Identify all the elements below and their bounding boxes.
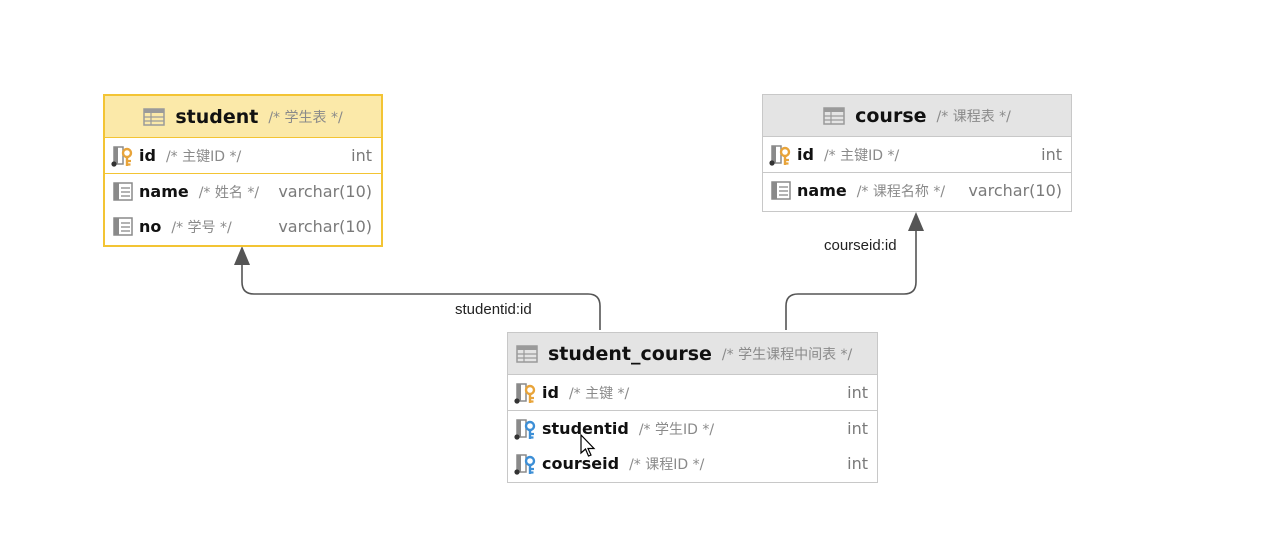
mouse-pointer-icon (580, 434, 596, 457)
column-comment: /* 主键ID */ (823, 147, 900, 164)
column-row-studentid[interactable]: studentid /* 学生ID */ int (508, 411, 877, 446)
table-header[interactable]: student /* 学生表 */ (105, 96, 381, 138)
table-student[interactable]: student /* 学生表 */ id /* 主键ID */ int name… (103, 94, 383, 247)
table-course[interactable]: course /* 课程表 */ id /* 主键ID */ int name … (762, 94, 1072, 212)
primary-key-icon (769, 144, 793, 166)
table-comment: /* 学生课程中间表 */ (721, 346, 853, 363)
table-icon (143, 108, 165, 126)
column-type: varchar(10) (278, 217, 372, 236)
table-student-course[interactable]: student_course /* 学生课程中间表 */ id /* 主键 */… (507, 332, 878, 483)
table-comment: /* 学生表 */ (268, 109, 343, 126)
column-row-name[interactable]: name /* 课程名称 */ varchar(10) (763, 173, 1071, 208)
column-name: studentid (542, 419, 629, 438)
table-comment: /* 课程表 */ (936, 108, 1011, 125)
column-icon (769, 180, 793, 202)
relation-arrow-course (908, 212, 924, 231)
column-name: id (139, 146, 156, 165)
column-name: name (139, 182, 189, 201)
column-name: no (139, 217, 162, 236)
column-row-id[interactable]: id /* 主键ID */ int (763, 137, 1071, 173)
column-comment: /* 学生ID */ (638, 421, 715, 438)
column-row-id[interactable]: id /* 主键ID */ int (105, 138, 381, 174)
column-row-no[interactable]: no /* 学号 */ varchar(10) (105, 209, 381, 244)
table-header[interactable]: student_course /* 学生课程中间表 */ (508, 333, 877, 375)
column-type: int (847, 454, 868, 473)
relation-line-course[interactable] (785, 228, 917, 330)
column-type: varchar(10) (278, 182, 372, 201)
relation-label-course: courseid:id (824, 237, 897, 254)
column-comment: /* 主键ID */ (165, 148, 242, 165)
column-icon (111, 181, 135, 203)
column-icon (111, 216, 135, 238)
column-comment: /* 课程ID */ (629, 456, 705, 473)
relation-line-student[interactable] (241, 262, 601, 330)
foreign-key-icon (514, 418, 538, 440)
column-type: int (1041, 145, 1062, 164)
relation-arrow-student (234, 246, 250, 265)
table-name: student (175, 105, 259, 128)
column-type: int (847, 419, 868, 438)
column-type: int (351, 146, 372, 165)
foreign-key-icon (514, 453, 538, 475)
column-name: courseid (542, 454, 620, 473)
primary-key-icon (111, 145, 135, 167)
column-row-courseid[interactable]: courseid /* 课程ID */ int (508, 446, 877, 481)
table-header[interactable]: course /* 课程表 */ (763, 95, 1071, 137)
table-name: student_course (548, 342, 712, 365)
column-name: name (797, 181, 847, 200)
relation-label-student: studentid:id (455, 301, 532, 318)
table-icon (516, 345, 538, 363)
column-name: id (542, 383, 559, 402)
table-name: course (855, 104, 927, 127)
column-type: varchar(10) (968, 181, 1062, 200)
column-comment: /* 学号 */ (171, 219, 232, 236)
column-comment: /* 主键 */ (568, 385, 630, 402)
primary-key-icon (514, 382, 538, 404)
column-name: id (797, 145, 814, 164)
column-row-name[interactable]: name /* 姓名 */ varchar(10) (105, 174, 381, 209)
table-icon (823, 107, 845, 125)
column-row-id[interactable]: id /* 主键 */ int (508, 375, 877, 411)
column-comment: /* 课程名称 */ (856, 183, 946, 200)
column-type: int (847, 383, 868, 402)
column-comment: /* 姓名 */ (198, 184, 260, 201)
